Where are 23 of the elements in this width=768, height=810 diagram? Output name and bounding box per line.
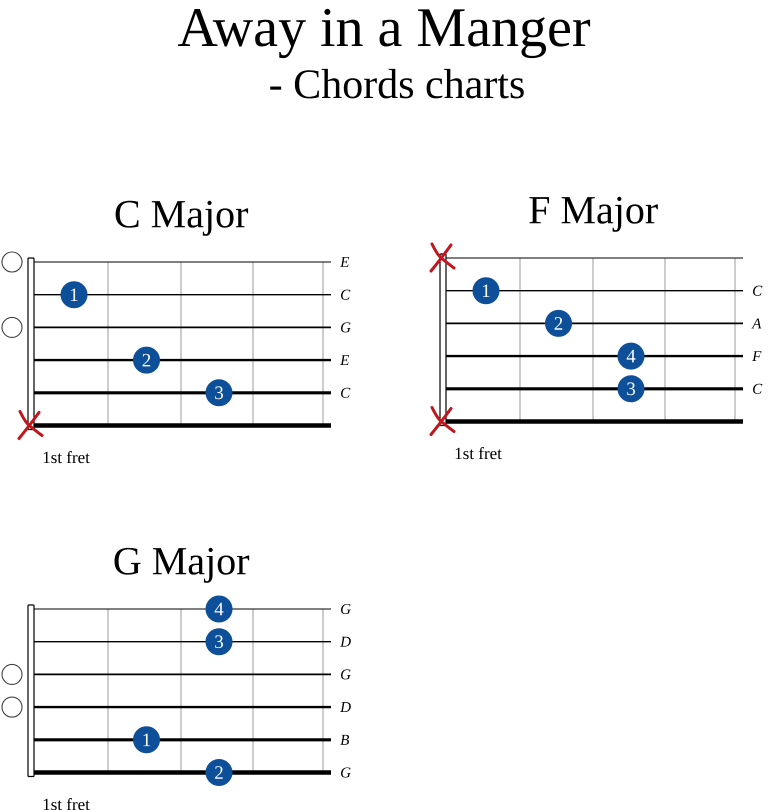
string-name: F bbox=[752, 351, 762, 362]
node-label: F Major bbox=[529, 196, 658, 232]
fret-label: 1st fret bbox=[44, 451, 90, 464]
string-name: A bbox=[751, 318, 762, 328]
string-name: C bbox=[753, 286, 762, 296]
string-name: D bbox=[340, 702, 351, 712]
string-name: G bbox=[341, 322, 351, 332]
node-label: G Major bbox=[114, 548, 250, 583]
subtitle: - Chords charts bbox=[270, 68, 524, 98]
string-name: C bbox=[341, 290, 350, 300]
fret-label: 1st fret bbox=[456, 447, 502, 460]
string-name: G bbox=[341, 767, 351, 778]
string-name: E bbox=[340, 355, 350, 366]
string-name: E bbox=[340, 257, 350, 267]
string-name: B bbox=[340, 734, 350, 745]
string-name: C bbox=[341, 388, 350, 398]
title: Away in a Manger bbox=[178, 8, 590, 58]
string-name: C bbox=[753, 384, 762, 394]
fret-label: 1st fret bbox=[44, 798, 90, 810]
string-name: D bbox=[340, 636, 351, 647]
node-label: C Major bbox=[116, 200, 248, 236]
string-name: G bbox=[341, 604, 351, 614]
string-name: G bbox=[341, 669, 351, 680]
